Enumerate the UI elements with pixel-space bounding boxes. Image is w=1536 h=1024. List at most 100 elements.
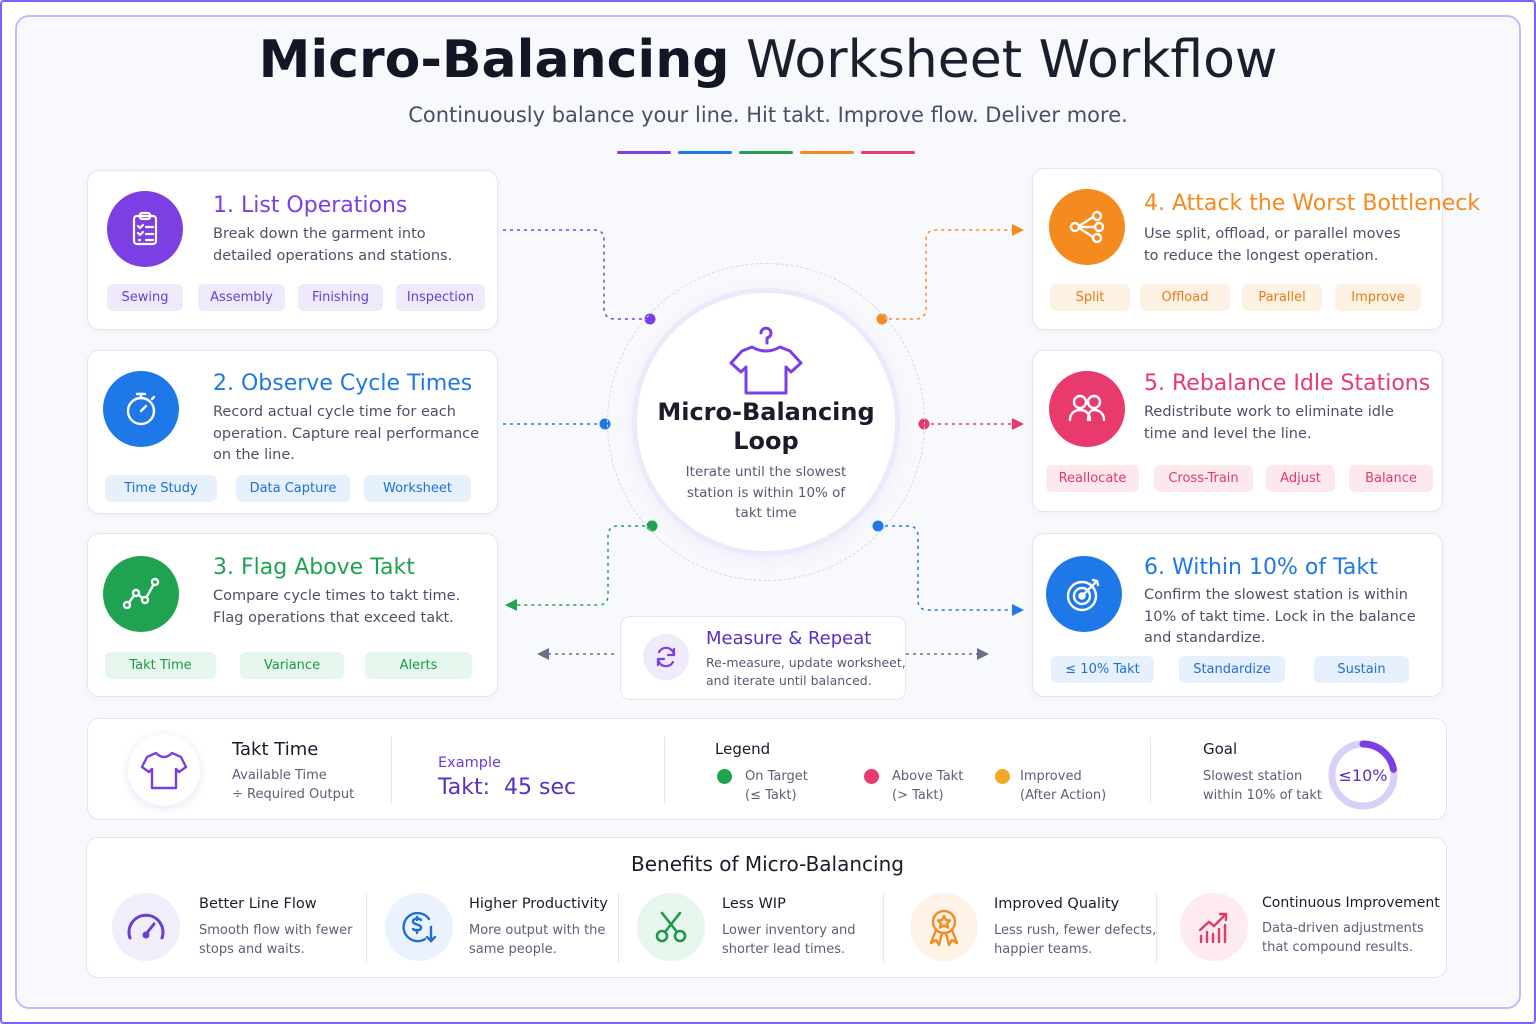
step-card-5: 5. Rebalance Idle Stations Redistribute … [1032,350,1443,512]
legend-item: On Target (≤ Takt) [745,767,808,805]
desc-line: operation. Capture real performance [213,425,480,442]
growth-chart-icon [1180,893,1248,961]
legend-dot-above-takt [864,769,879,784]
legend-dot-on-target [717,769,732,784]
shirt-hanger-icon [728,325,804,397]
legend-title: Legend [715,740,771,758]
formula-line: ÷ Required Output [232,787,355,802]
tshirt-icon [128,734,200,806]
accent-dash-pink [861,151,915,154]
legend-label: Above Takt [892,769,964,784]
step-card-2: 2. Observe Cycle Times Record actual cyc… [87,350,498,514]
tag-chip: Balance [1349,465,1433,492]
gauge-label: ≤10% [1338,765,1388,785]
legend-item: Above Takt (> Takt) [892,767,963,805]
divider [883,893,884,963]
step-desc: Redistribute work to eliminate idle time… [1144,402,1394,445]
line-chart-icon [103,556,179,632]
desc-line: Compare cycle times to takt time. [213,588,461,604]
page-title: Micro-Balancing Worksheet Workflow [0,30,1536,90]
desc-line: happier teams. [994,942,1093,957]
dollar-down-icon [385,893,453,961]
desc-line: to reduce the longest operation. [1144,247,1379,264]
step-desc: Confirm the slowest station is within 10… [1144,585,1416,650]
benefit-title: Less WIP [722,896,786,912]
tag-chip: Split [1050,284,1130,311]
stopwatch-icon [103,371,179,447]
tag-chip: Data Capture [236,475,350,502]
tag-chip: ≤ 10% Takt [1051,656,1154,683]
desc-line: Data-driven adjustments [1262,921,1424,936]
step-card-6: 6. Within 10% of Takt Confirm the slowes… [1032,533,1443,697]
step-desc: Break down the garment into detailed ope… [213,224,452,267]
step-card-4: 4. Attack the Worst Bottleneck Use split… [1032,168,1480,330]
speedometer-icon [112,893,180,961]
benefit-desc: Less rush, fewer defects, happier teams. [994,921,1156,959]
benefit-title: Continuous Improvement [1262,895,1440,911]
desc-line: Use split, offload, or parallel moves [1144,226,1401,242]
step-title: 5. Rebalance Idle Stations [1144,371,1431,396]
tag-chip: Sustain [1314,656,1409,683]
step-desc: Record actual cycle time for each operat… [213,402,479,467]
step-title: 6. Within 10% of Takt [1144,555,1378,580]
people-icon [1049,371,1125,447]
step-title: 1. List Operations [213,193,408,218]
step-title: 3. Flag Above Takt [213,555,415,580]
refresh-icon [643,634,689,680]
page-subtitle: Continuously balance your line. Hit takt… [408,103,1128,127]
desc-line: Less rush, fewer defects, [994,923,1157,938]
legend-sub: (≤ Takt) [745,788,797,803]
divider [391,737,392,803]
tag-chip: Alerts [365,652,472,679]
loop-circle [632,288,900,556]
desc-line: shorter lead times. [722,942,846,957]
accent-dash-green [739,151,793,154]
divider [366,893,367,963]
goal-line: Slowest station [1203,769,1303,784]
desc-line: Flag operations that exceed takt. [213,609,454,626]
example-value: Takt: 45 sec [438,775,577,800]
desc-line: More output with the [469,923,606,938]
tag-chip: Finishing [298,284,383,311]
loop-desc: Iterate until the slowest station is wit… [685,464,847,521]
benefits-title: Benefits of Micro-Balancing [631,852,904,876]
benefit-desc: Data-driven adjustments that compound re… [1262,919,1424,957]
legend-label: On Target [745,769,808,784]
benefit-title: Higher Productivity [469,896,608,912]
goal-gauge: ≤10% [1326,738,1400,812]
measure-title: Measure & Repeat [706,628,872,649]
benefit-desc: Smooth flow with fewer stops and waits. [199,921,352,959]
clipboard-list-icon [107,191,183,267]
goal-line: within 10% of takt [1203,788,1322,803]
legend-sub: (> Takt) [892,788,944,803]
loop-outer-ring [607,263,925,581]
step-title: 2. Observe Cycle Times [213,371,473,396]
step-card-1: 1. List Operations Break down the garmen… [87,170,498,330]
desc-line: Break down the garment into [213,226,426,242]
tag-chip: Adjust [1266,465,1335,492]
branch-split-icon [1049,189,1125,265]
takt-legend-panel: Takt Time Available Time ÷ Required Outp… [87,718,1447,820]
loop-title: Micro-Balancing Loop [657,398,875,455]
title-light: Worksheet Workflow [746,30,1278,90]
divider [664,737,665,803]
scissors-icon [637,893,705,961]
goal-title: Goal [1203,740,1238,758]
tag-chip: Offload [1140,284,1230,311]
tag-chip: Inspection [396,284,485,311]
desc-line: same people. [469,942,557,957]
tag-chip: Parallel [1242,284,1322,311]
divider [618,893,619,963]
takt-formula: Available Time ÷ Required Output [232,766,354,804]
measure-repeat-card: Measure & Repeat Re-measure, update work… [620,616,906,700]
benefits-panel: Benefits of Micro-Balancing Better Line … [86,837,1447,978]
desc-line: and iterate until balanced. [706,673,872,688]
desc-line: Lower inventory and [722,923,856,938]
tag-chip: Assembly [198,284,285,311]
measure-desc: Re-measure, update worksheet, and iterat… [706,654,906,690]
accent-dash-orange [800,151,854,154]
tag-chip: Cross-Train [1154,465,1253,492]
desc-line: Smooth flow with fewer [199,923,353,938]
desc-line: detailed operations and stations. [213,247,453,264]
